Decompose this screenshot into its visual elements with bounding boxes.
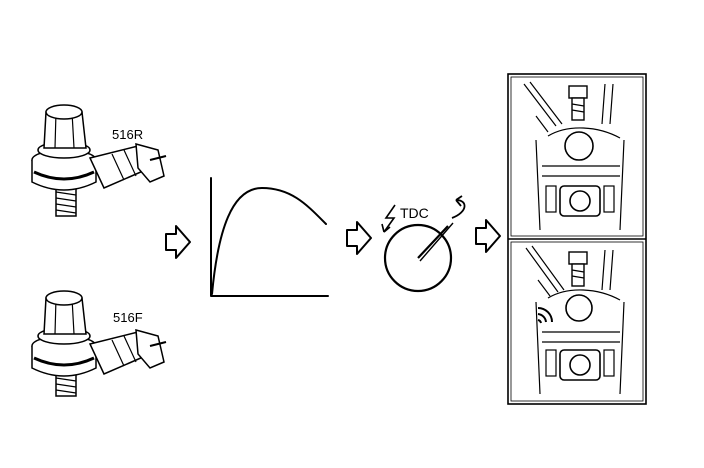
knock-sensor-front: 516F [31, 290, 167, 397]
flow-arrow-icon [475, 219, 501, 253]
sensor-label-516r: 516R [112, 127, 143, 142]
flow-arrow-icon [165, 225, 191, 259]
knock-wave-icon [537, 307, 553, 324]
retard-arrow-icon [451, 199, 466, 219]
cylinder-cross-section-panel [507, 73, 647, 405]
ignition-timing-dial: TDC [381, 195, 466, 293]
cylinder-normal-combustion [510, 76, 644, 237]
tdc-label: TDC [400, 205, 429, 221]
graph-axes [210, 177, 329, 297]
signal-curve [211, 187, 327, 295]
spark-icon [383, 204, 396, 233]
knock-signal-graph [210, 177, 329, 297]
knock-sensor-rear: 516R [31, 104, 167, 217]
sensor-label-516f: 516F [113, 310, 143, 325]
flow-arrow-icon [346, 221, 372, 255]
cylinder-knock-combustion [510, 241, 644, 402]
dial-needle [417, 225, 449, 259]
